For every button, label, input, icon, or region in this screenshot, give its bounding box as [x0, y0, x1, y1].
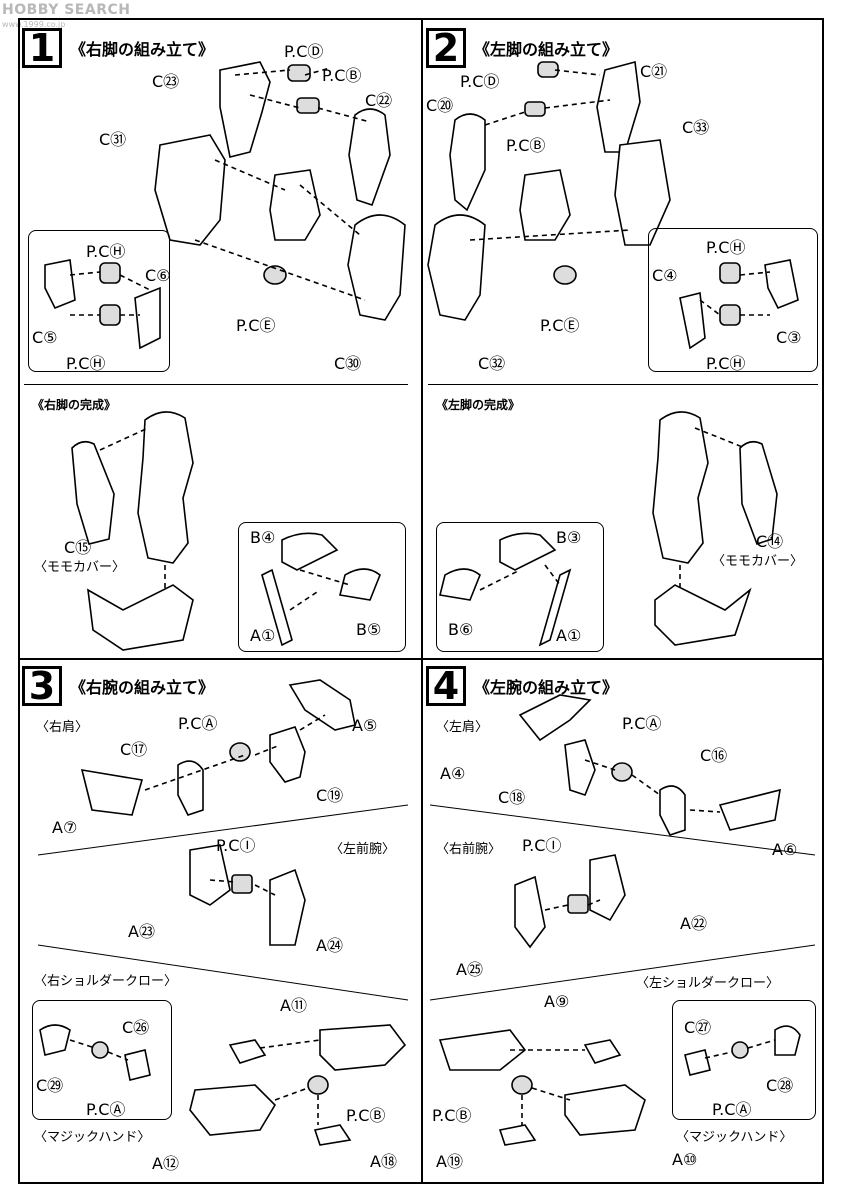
part-label: C㉓: [152, 72, 180, 91]
step4-claw-inset: [672, 1000, 816, 1120]
part-label: C㉑: [640, 62, 668, 81]
step-title: 《右腕の組み立て》: [70, 678, 215, 697]
part-label: A㉒: [680, 914, 707, 933]
part-label: P.CⒹ: [460, 72, 500, 91]
part-label: P.CⒽ: [66, 354, 106, 373]
part-label: C㉝: [682, 118, 710, 137]
step1-parts: [44, 61, 406, 651]
part-label: A⑩: [672, 1150, 698, 1169]
part-label: P.CⒷ: [346, 1106, 386, 1125]
step-title: 《左腕の組み立て》: [474, 678, 619, 697]
part-label: P.CⒾ: [522, 836, 562, 855]
part-label: C㉖: [122, 1018, 150, 1037]
divider-step1: [24, 384, 408, 385]
subsection-title: 〈右ショルダークロー〉: [34, 974, 178, 989]
part-label: P.CⒶ: [622, 714, 662, 733]
part-label: A⑲: [436, 1152, 463, 1171]
step2-complete-inset: [436, 522, 604, 652]
part-note: 〈モモカバー〉: [34, 560, 126, 575]
part-label: A㉔: [316, 936, 343, 955]
step4-parts: [438, 694, 801, 1146]
part-label: P.CⒶ: [86, 1100, 126, 1119]
part-label: A⑥: [772, 840, 798, 859]
part-label: B⑥: [448, 620, 474, 639]
part-label: A㉓: [128, 922, 155, 941]
part-label: A⑨: [544, 992, 570, 1011]
part-label: C㉒: [365, 91, 393, 110]
subsection-title: 《右脚の完成》: [32, 398, 117, 412]
part-label: P.CⒷ: [506, 136, 546, 155]
subsection-title: 〈右肩〉: [36, 720, 89, 735]
subsection-title: 〈マジックハンド〉: [34, 1130, 151, 1145]
middle-divider: [18, 658, 824, 660]
part-label: C㉘: [766, 1076, 794, 1095]
part-label: C⑱: [498, 788, 526, 807]
part-label: P.CⒹ: [284, 42, 324, 61]
part-label: C⑥: [145, 266, 171, 285]
step2-parts: [427, 60, 799, 647]
part-label: P.CⒽ: [706, 354, 746, 373]
part-label: C㉛: [99, 130, 127, 149]
part-label: A①: [250, 626, 276, 645]
part-label: A⑪: [280, 996, 307, 1015]
part-label: C㉙: [36, 1076, 64, 1095]
subsection-title: 〈左前腕〉: [330, 842, 396, 857]
step-number: 2: [426, 28, 466, 68]
part-label: P.CⒶ: [712, 1100, 752, 1119]
subsection-title: 〈マジックハンド〉: [676, 1130, 793, 1145]
part-label: C⑳: [426, 96, 454, 115]
step-number: 1: [22, 28, 62, 68]
part-label: B④: [250, 528, 276, 547]
part-label: C㉜: [478, 354, 506, 373]
part-label: C③: [776, 328, 802, 347]
part-label: P.CⒷ: [432, 1106, 472, 1125]
step-title: 《左脚の組み立て》: [474, 40, 619, 59]
part-label: C㉗: [684, 1018, 712, 1037]
part-label: P.CⒷ: [322, 66, 362, 85]
divider-step2: [428, 384, 818, 385]
part-label: P.CⒾ: [216, 836, 256, 855]
part-label: A⑦: [52, 818, 78, 837]
part-label: C④: [652, 266, 678, 285]
part-label: B③: [556, 528, 582, 547]
part-label: B⑤: [356, 620, 382, 639]
step3-parts: [39, 679, 407, 1146]
part-label: C⑮: [64, 538, 92, 557]
part-label: A⑫: [152, 1154, 179, 1173]
part-label: A㉕: [456, 960, 483, 979]
part-note: 〈モモカバー〉: [712, 554, 804, 569]
part-label: P.CⒽ: [86, 242, 126, 261]
step3-claw-inset: [32, 1000, 172, 1120]
part-label: A④: [440, 764, 466, 783]
part-label: P.CⒶ: [178, 714, 218, 733]
part-label: P.CⒽ: [706, 238, 746, 257]
step-title: 《右脚の組み立て》: [70, 40, 215, 59]
part-label: P.CⒺ: [236, 316, 276, 335]
center-divider: [421, 18, 423, 1184]
subsection-title: 〈右前腕〉: [436, 842, 502, 857]
part-label: C㉚: [334, 354, 362, 373]
part-label: C⑯: [700, 746, 728, 765]
part-label: A①: [556, 626, 582, 645]
step2-detail-inset: [648, 228, 818, 372]
step1-complete-inset: [238, 522, 406, 652]
part-label: C⑭: [756, 532, 784, 551]
part-label: C⑰: [120, 740, 148, 759]
part-label: C⑤: [32, 328, 58, 347]
part-label: C⑲: [316, 786, 344, 805]
part-label: P.CⒺ: [540, 316, 580, 335]
subsection-title: 〈左ショルダークロー〉: [636, 976, 780, 991]
watermark-site: HOBBY SEARCH: [2, 2, 131, 18]
subsection-title: 《左脚の完成》: [436, 398, 521, 412]
part-label: A⑤: [352, 716, 378, 735]
subsection-title: 〈左肩〉: [436, 720, 489, 735]
step-number: 4: [426, 666, 466, 706]
watermark-url: www.1999.co.jp: [2, 20, 66, 29]
step-number: 3: [22, 666, 62, 706]
step1-detail-inset: [28, 230, 170, 372]
part-label: A⑱: [370, 1152, 397, 1171]
